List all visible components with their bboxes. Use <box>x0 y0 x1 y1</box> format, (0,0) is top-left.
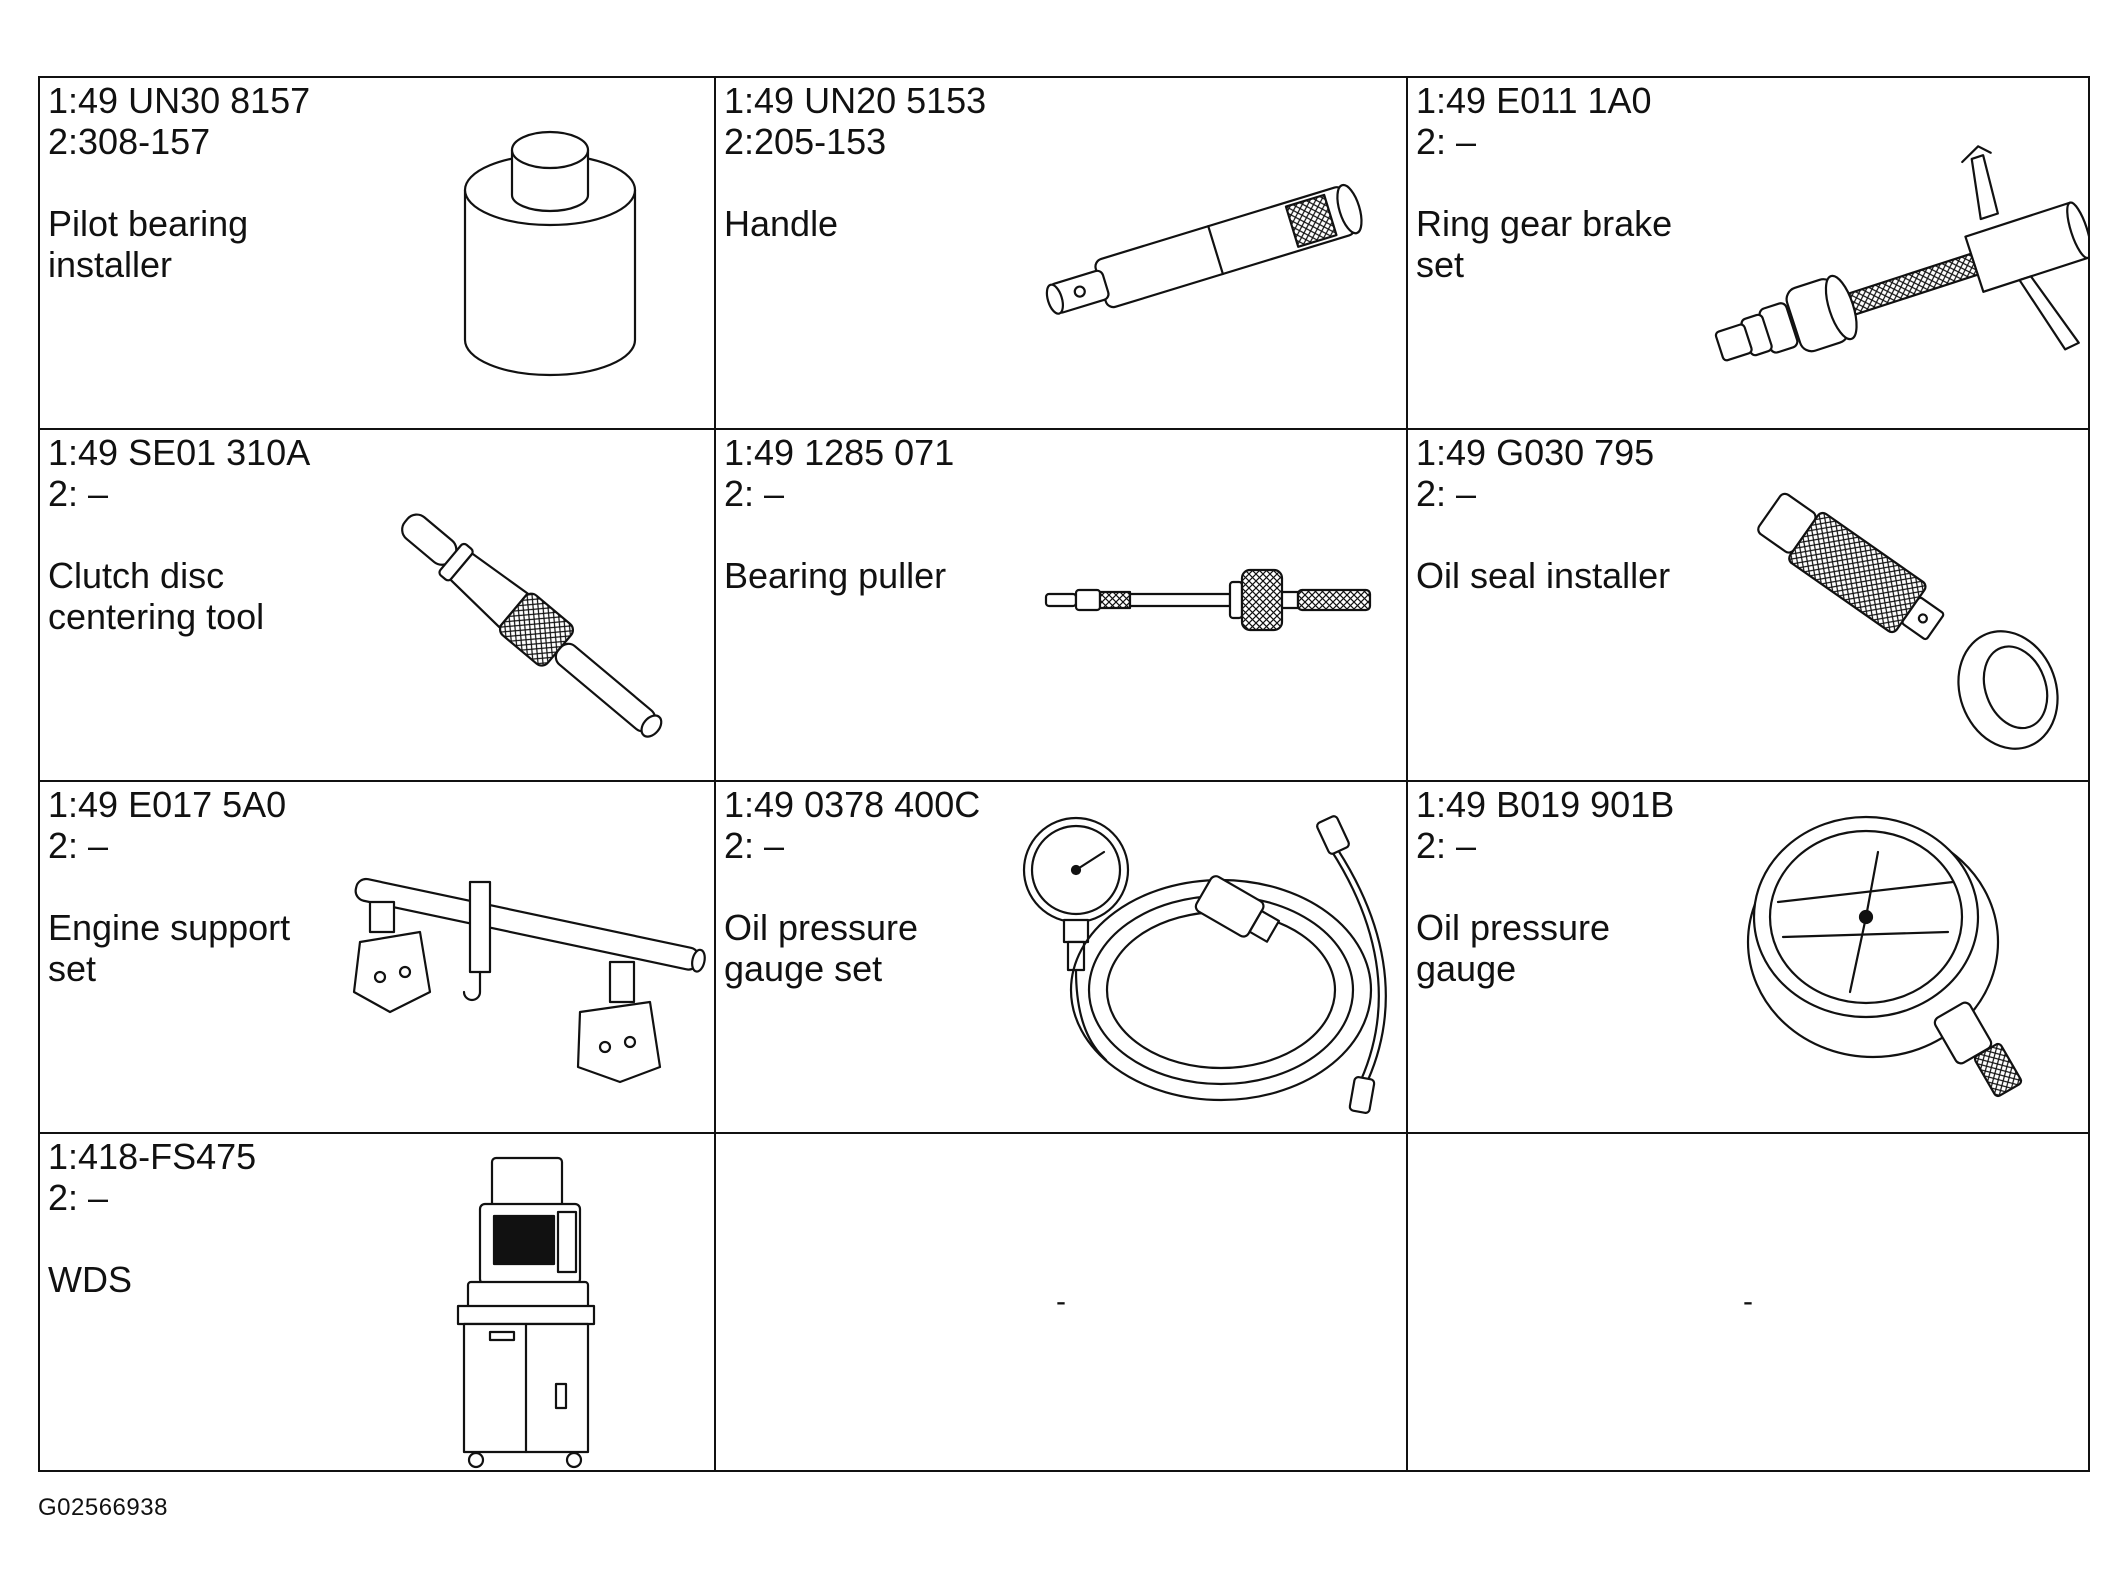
oil-seal-installer-icon <box>1748 470 2078 770</box>
tool-name-line1: Oil seal installer <box>1416 555 1671 596</box>
tool-info: 1:49 1285 071 2: – Bearing puller <box>724 432 954 596</box>
wds-cart-icon <box>450 1154 600 1470</box>
engine-support-set-icon <box>330 842 706 1122</box>
tool-info: 1:49 E011 1A0 2: – Ring gear brake set <box>1416 80 1672 285</box>
tool-info: 1:49 0378 400C 2: – Oil pressure gauge s… <box>724 784 980 989</box>
empty-mark: - <box>1056 1285 1066 1318</box>
tool-name-line1: Bearing puller <box>724 555 947 596</box>
tool-name-line1: Engine support <box>48 907 291 948</box>
tool-name-line1: Oil pressure <box>1416 907 1611 948</box>
alt-part-number: 2: – <box>1416 825 1477 866</box>
tool-name-line1: Pilot bearing <box>48 203 249 244</box>
alt-part-number: 2:205-153 <box>724 121 887 162</box>
part-number: 1:49 B019 901B <box>1416 784 1675 825</box>
tool-name-line2: centering tool <box>48 596 265 637</box>
oil-pressure-gauge-icon <box>1738 802 2068 1122</box>
empty-mark: - <box>1743 1285 1753 1318</box>
part-number: 1:49 SE01 310A <box>48 432 311 473</box>
tool-name-line1: WDS <box>48 1259 132 1300</box>
tool-info: 1:418-FS475 2: – WDS <box>48 1136 256 1300</box>
tool-info: 1:49 UN20 5153 2:205-153 Handle <box>724 80 986 244</box>
alt-part-number: 2: – <box>724 825 785 866</box>
ring-gear-brake-set-icon <box>1698 145 2088 428</box>
tool-info: 1:49 E017 5A0 2: – Engine support set <box>48 784 290 989</box>
alt-part-number: 2: – <box>1416 473 1477 514</box>
handle-icon <box>1036 168 1376 338</box>
tool-cell-pilot-bearing-installer: 1:49 UN30 8157 2:308-157 Pilot bearing i… <box>40 78 716 430</box>
tool-cell-oil-seal-installer: 1:49 G030 795 2: – Oil seal installer <box>1408 430 2088 782</box>
part-number: 1:49 E011 1A0 <box>1416 80 1652 121</box>
tool-name-line2: gauge set <box>724 948 883 989</box>
part-number: 1:49 UN20 5153 <box>724 80 987 121</box>
tool-name-line1: Ring gear brake <box>1416 203 1673 244</box>
tool-info: 1:49 B019 901B 2: – Oil pressure gauge <box>1416 784 1674 989</box>
empty-cell: - <box>1408 1134 2088 1470</box>
pilot-bearing-installer-icon <box>420 100 680 400</box>
tool-info: 1:49 UN30 8157 2:308-157 Pilot bearing i… <box>48 80 310 285</box>
tool-name-line2: installer <box>48 244 173 285</box>
alt-part-number: 2: – <box>48 1177 109 1218</box>
part-number: 1:49 1285 071 <box>724 432 955 473</box>
tool-info: 1:49 SE01 310A 2: – Clutch disc centerin… <box>48 432 310 637</box>
bearing-puller-icon <box>1044 560 1376 640</box>
tool-cell-oil-pressure-gauge: 1:49 B019 901B 2: – Oil pressure gauge <box>1408 782 2088 1134</box>
oil-pressure-gauge-set-icon <box>1016 800 1406 1130</box>
tool-name-line1: Handle <box>724 203 839 244</box>
part-number: 1:418-FS475 <box>48 1136 257 1177</box>
tool-info: 1:49 G030 795 2: – Oil seal installer <box>1416 432 1670 596</box>
tool-name-line2: gauge <box>1416 948 1517 989</box>
tool-cell-handle: 1:49 UN20 5153 2:205-153 Handle <box>716 78 1408 430</box>
alt-part-number: 2: – <box>1416 121 1477 162</box>
tool-name-line2: set <box>1416 244 1465 285</box>
alt-part-number: 2:308-157 <box>48 121 211 162</box>
special-tools-table: 1:49 UN30 8157 2:308-157 Pilot bearing i… <box>38 76 2090 1472</box>
clutch-disc-centering-tool-icon <box>360 470 690 770</box>
figure-id: G02566938 <box>38 1494 168 1521</box>
tool-cell-engine-support-set: 1:49 E017 5A0 2: – Engine support set <box>40 782 716 1134</box>
alt-part-number: 2: – <box>48 473 109 514</box>
tool-cell-wds: 1:418-FS475 2: – WDS <box>40 1134 716 1470</box>
part-number: 1:49 UN30 8157 <box>48 80 311 121</box>
alt-part-number: 2: – <box>48 825 109 866</box>
tool-cell-bearing-puller: 1:49 1285 071 2: – Bearing puller <box>716 430 1408 782</box>
empty-cell: - <box>716 1134 1408 1470</box>
tool-name-line1: Oil pressure <box>724 907 919 948</box>
tool-cell-clutch-disc-centering-tool: 1:49 SE01 310A 2: – Clutch disc centerin… <box>40 430 716 782</box>
part-number: 1:49 0378 400C <box>724 784 981 825</box>
tool-name-line1: Clutch disc <box>48 555 225 596</box>
tool-cell-ring-gear-brake-set: 1:49 E011 1A0 2: – Ring gear brake set <box>1408 78 2088 430</box>
part-number: 1:49 G030 795 <box>1416 432 1655 473</box>
alt-part-number: 2: – <box>724 473 785 514</box>
tool-name-line2: set <box>48 948 97 989</box>
tool-cell-oil-pressure-gauge-set: 1:49 0378 400C 2: – Oil pressure gauge s… <box>716 782 1408 1134</box>
part-number: 1:49 E017 5A0 <box>48 784 287 825</box>
